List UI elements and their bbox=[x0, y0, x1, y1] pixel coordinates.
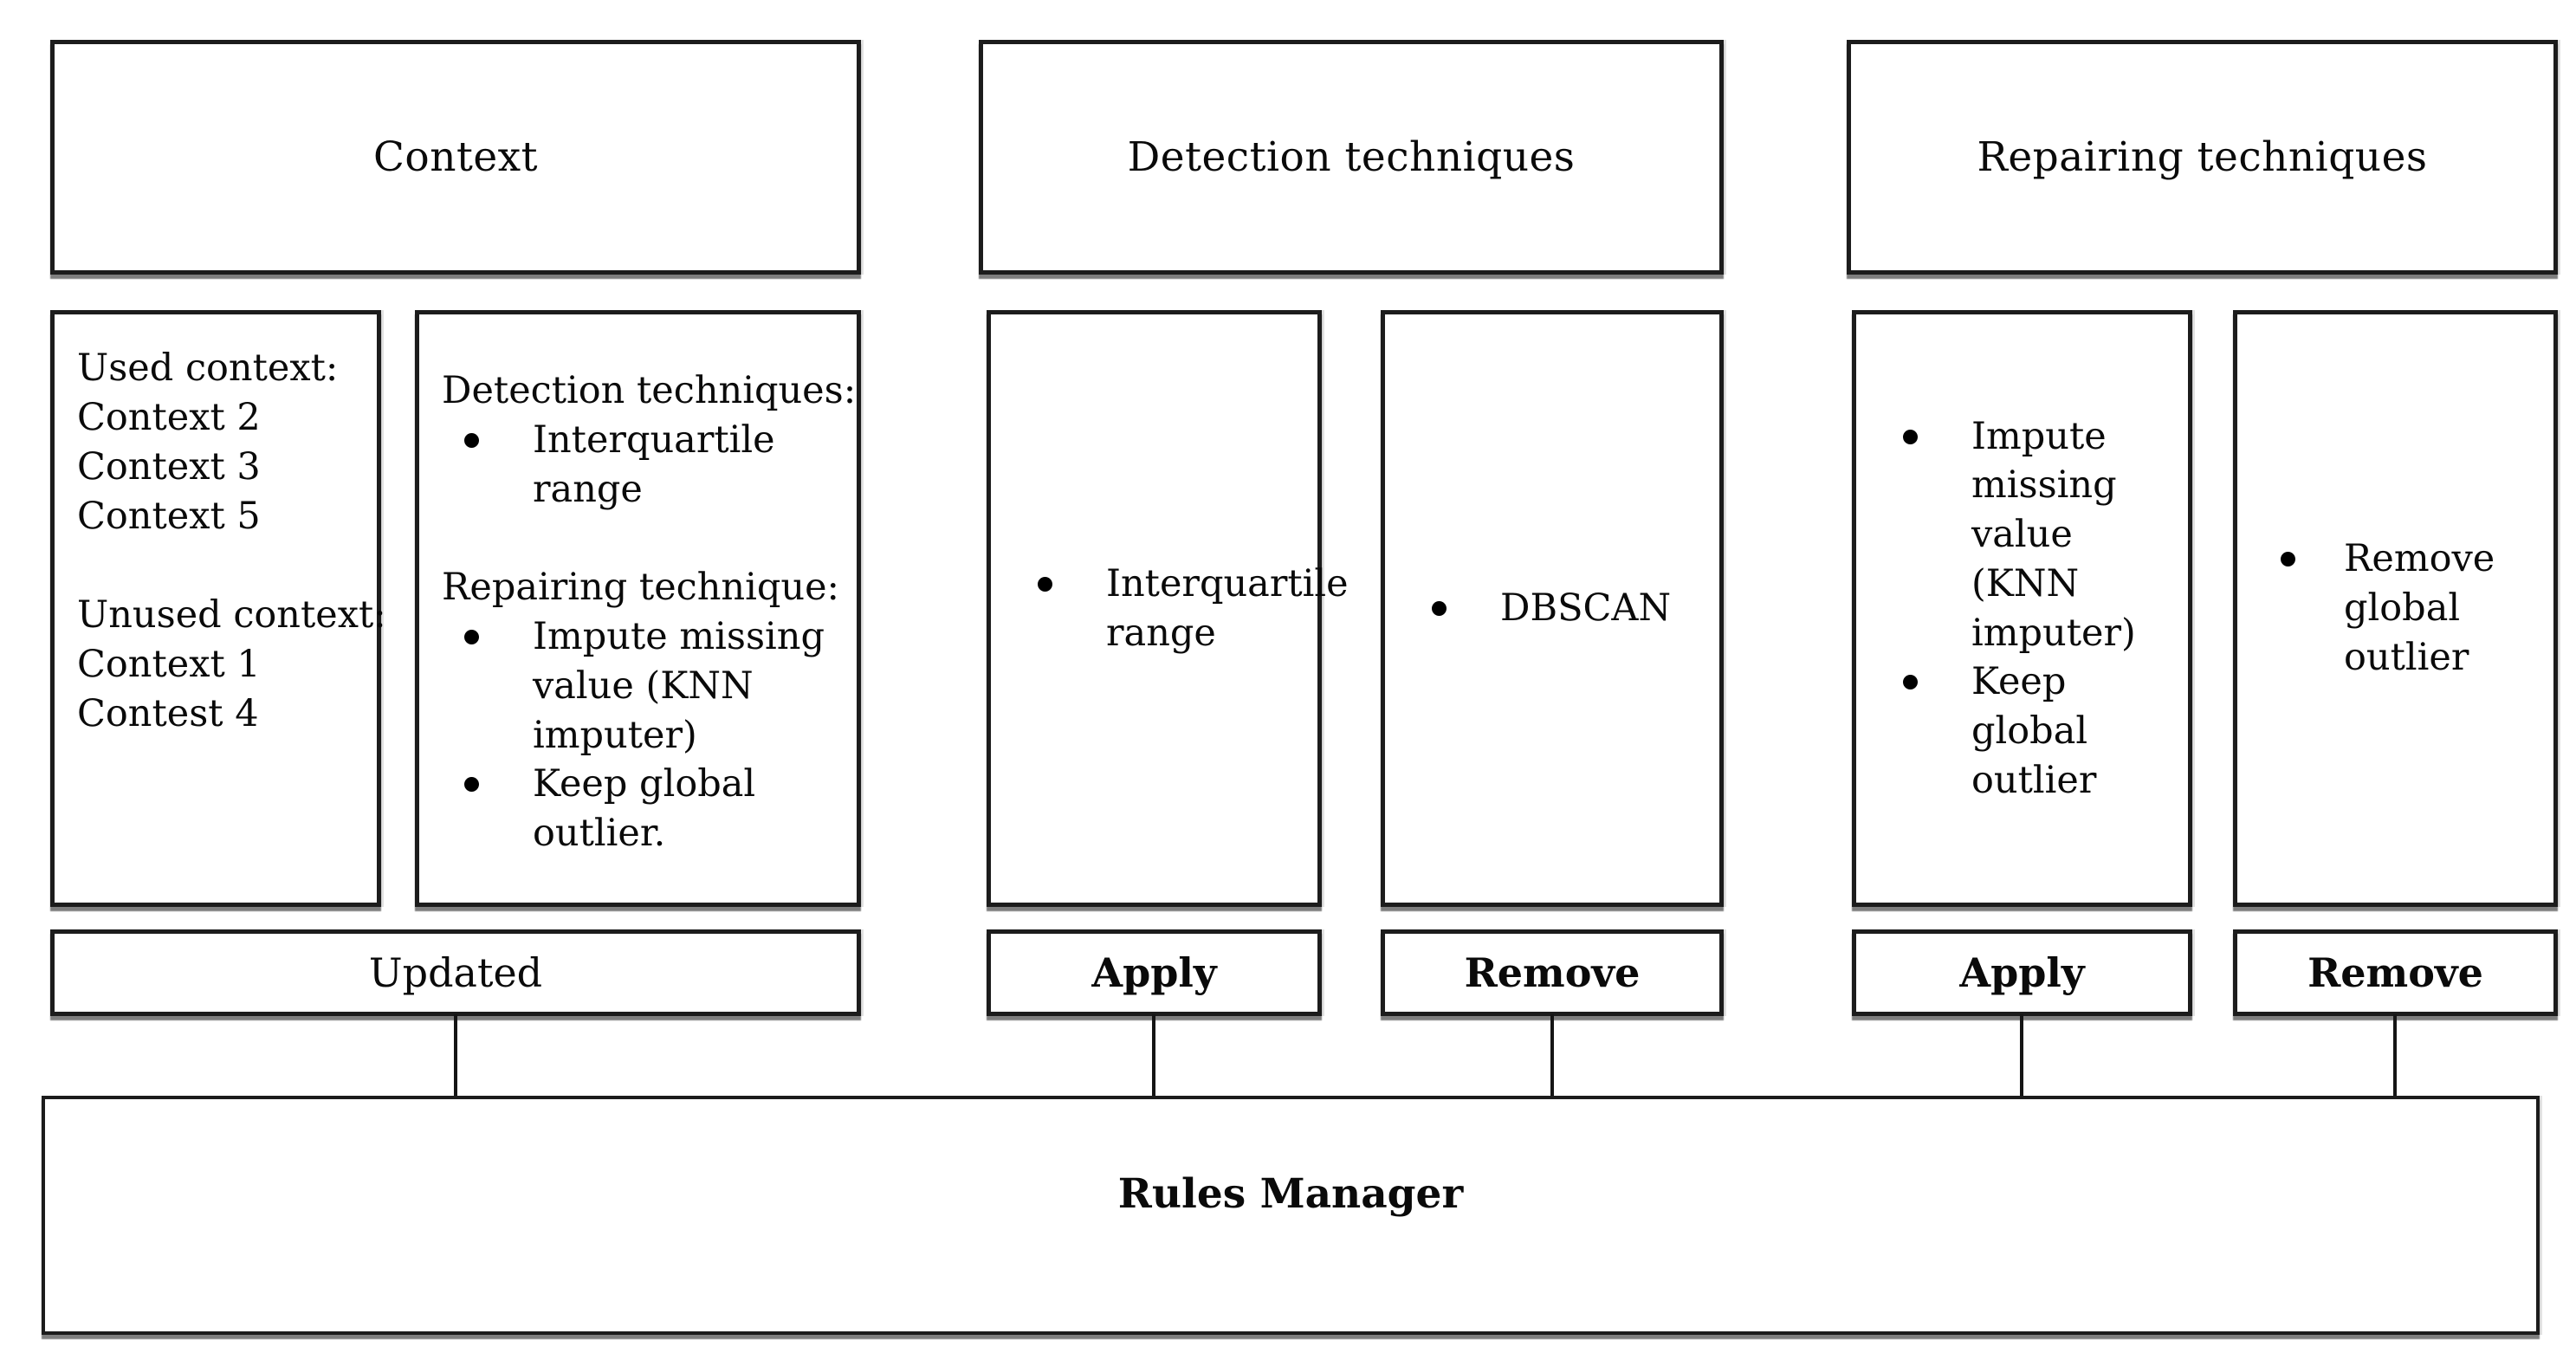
repairing-available-panel[interactable]: Impute missing value (KNN imputer) Keep … bbox=[1852, 310, 2192, 907]
repairing-selected-panel[interactable]: Remove global outlier bbox=[2233, 310, 2558, 907]
detection-header-box: Detection techniques bbox=[979, 40, 1724, 275]
repairing-header-label: Repairing techniques bbox=[1977, 133, 2428, 181]
context-rules-panel: Detection techniques: Interquartile rang… bbox=[415, 310, 861, 907]
repairing-remove-button[interactable]: Remove bbox=[2233, 929, 2558, 1016]
detection-selected-panel[interactable]: DBSCAN bbox=[1381, 310, 1724, 907]
bullet-icon bbox=[1432, 601, 1447, 617]
bullet-icon bbox=[1903, 429, 1918, 444]
used-context-heading: Used context: bbox=[77, 346, 339, 390]
detection-apply-button[interactable]: Apply bbox=[987, 929, 1322, 1016]
list-item: Interquartile range bbox=[1029, 560, 1349, 658]
apply-button-label: Apply bbox=[1959, 949, 2085, 996]
repairing-header-box: Repairing techniques bbox=[1847, 40, 2558, 275]
repairing-technique-heading: Repairing technique: bbox=[442, 566, 840, 610]
connector-line bbox=[454, 1014, 457, 1097]
updated-button-label: Updated bbox=[368, 949, 543, 996]
bullet-icon bbox=[464, 432, 479, 448]
unused-context-heading: Unused context: bbox=[77, 593, 386, 637]
repairing-apply-button[interactable]: Apply bbox=[1852, 929, 2192, 1016]
bullet-icon bbox=[1038, 576, 1052, 592]
detection-techniques-heading: Detection techniques: bbox=[442, 369, 857, 412]
context-list-panel: Used context: Context 2 Context 3 Contex… bbox=[50, 310, 386, 907]
connector-line bbox=[1550, 1014, 1554, 1097]
list-item: DBSCAN bbox=[1423, 584, 1712, 633]
list-item: Contest 4 bbox=[77, 692, 259, 735]
detection-remove-button[interactable]: Remove bbox=[1381, 929, 1724, 1016]
list-item: Interquartile range bbox=[456, 416, 848, 515]
bullet-icon bbox=[2281, 552, 2295, 567]
connector-line bbox=[2393, 1014, 2397, 1097]
bullet-icon bbox=[464, 777, 479, 793]
connector-line bbox=[2020, 1014, 2023, 1097]
blank-line bbox=[442, 514, 848, 563]
list-item: Context 2 bbox=[77, 396, 261, 439]
context-header-box: Context bbox=[50, 40, 861, 275]
context-header-label: Context bbox=[372, 133, 539, 181]
updated-button[interactable]: Updated bbox=[50, 929, 861, 1016]
remove-button-label: Remove bbox=[1464, 949, 1641, 996]
detection-header-label: Detection techniques bbox=[1127, 133, 1576, 181]
rules-manager-label: Rules Manager bbox=[1117, 1169, 1464, 1218]
list-item: Keep global outlier. bbox=[456, 760, 848, 858]
rules-manager-box: Rules Manager bbox=[42, 1096, 2540, 1335]
remove-button-label: Remove bbox=[2307, 949, 2483, 996]
bullet-icon bbox=[1903, 675, 1918, 690]
detection-available-panel[interactable]: Interquartile range bbox=[987, 310, 1349, 907]
list-item: Context 1 bbox=[77, 643, 261, 686]
list-item: Context 3 bbox=[77, 445, 261, 489]
apply-button-label: Apply bbox=[1091, 949, 1217, 996]
list-item: Keep global outlier bbox=[1894, 657, 2181, 805]
connector-line bbox=[1152, 1014, 1155, 1097]
list-item: Remove global outlier bbox=[2272, 534, 2547, 682]
blank-line bbox=[77, 541, 368, 591]
bullet-icon bbox=[464, 630, 479, 644]
list-item: Impute missing value (KNN imputer) bbox=[1894, 412, 2181, 658]
list-item: Impute missing value (KNN imputer) bbox=[456, 612, 848, 760]
list-item: Context 5 bbox=[77, 495, 261, 538]
